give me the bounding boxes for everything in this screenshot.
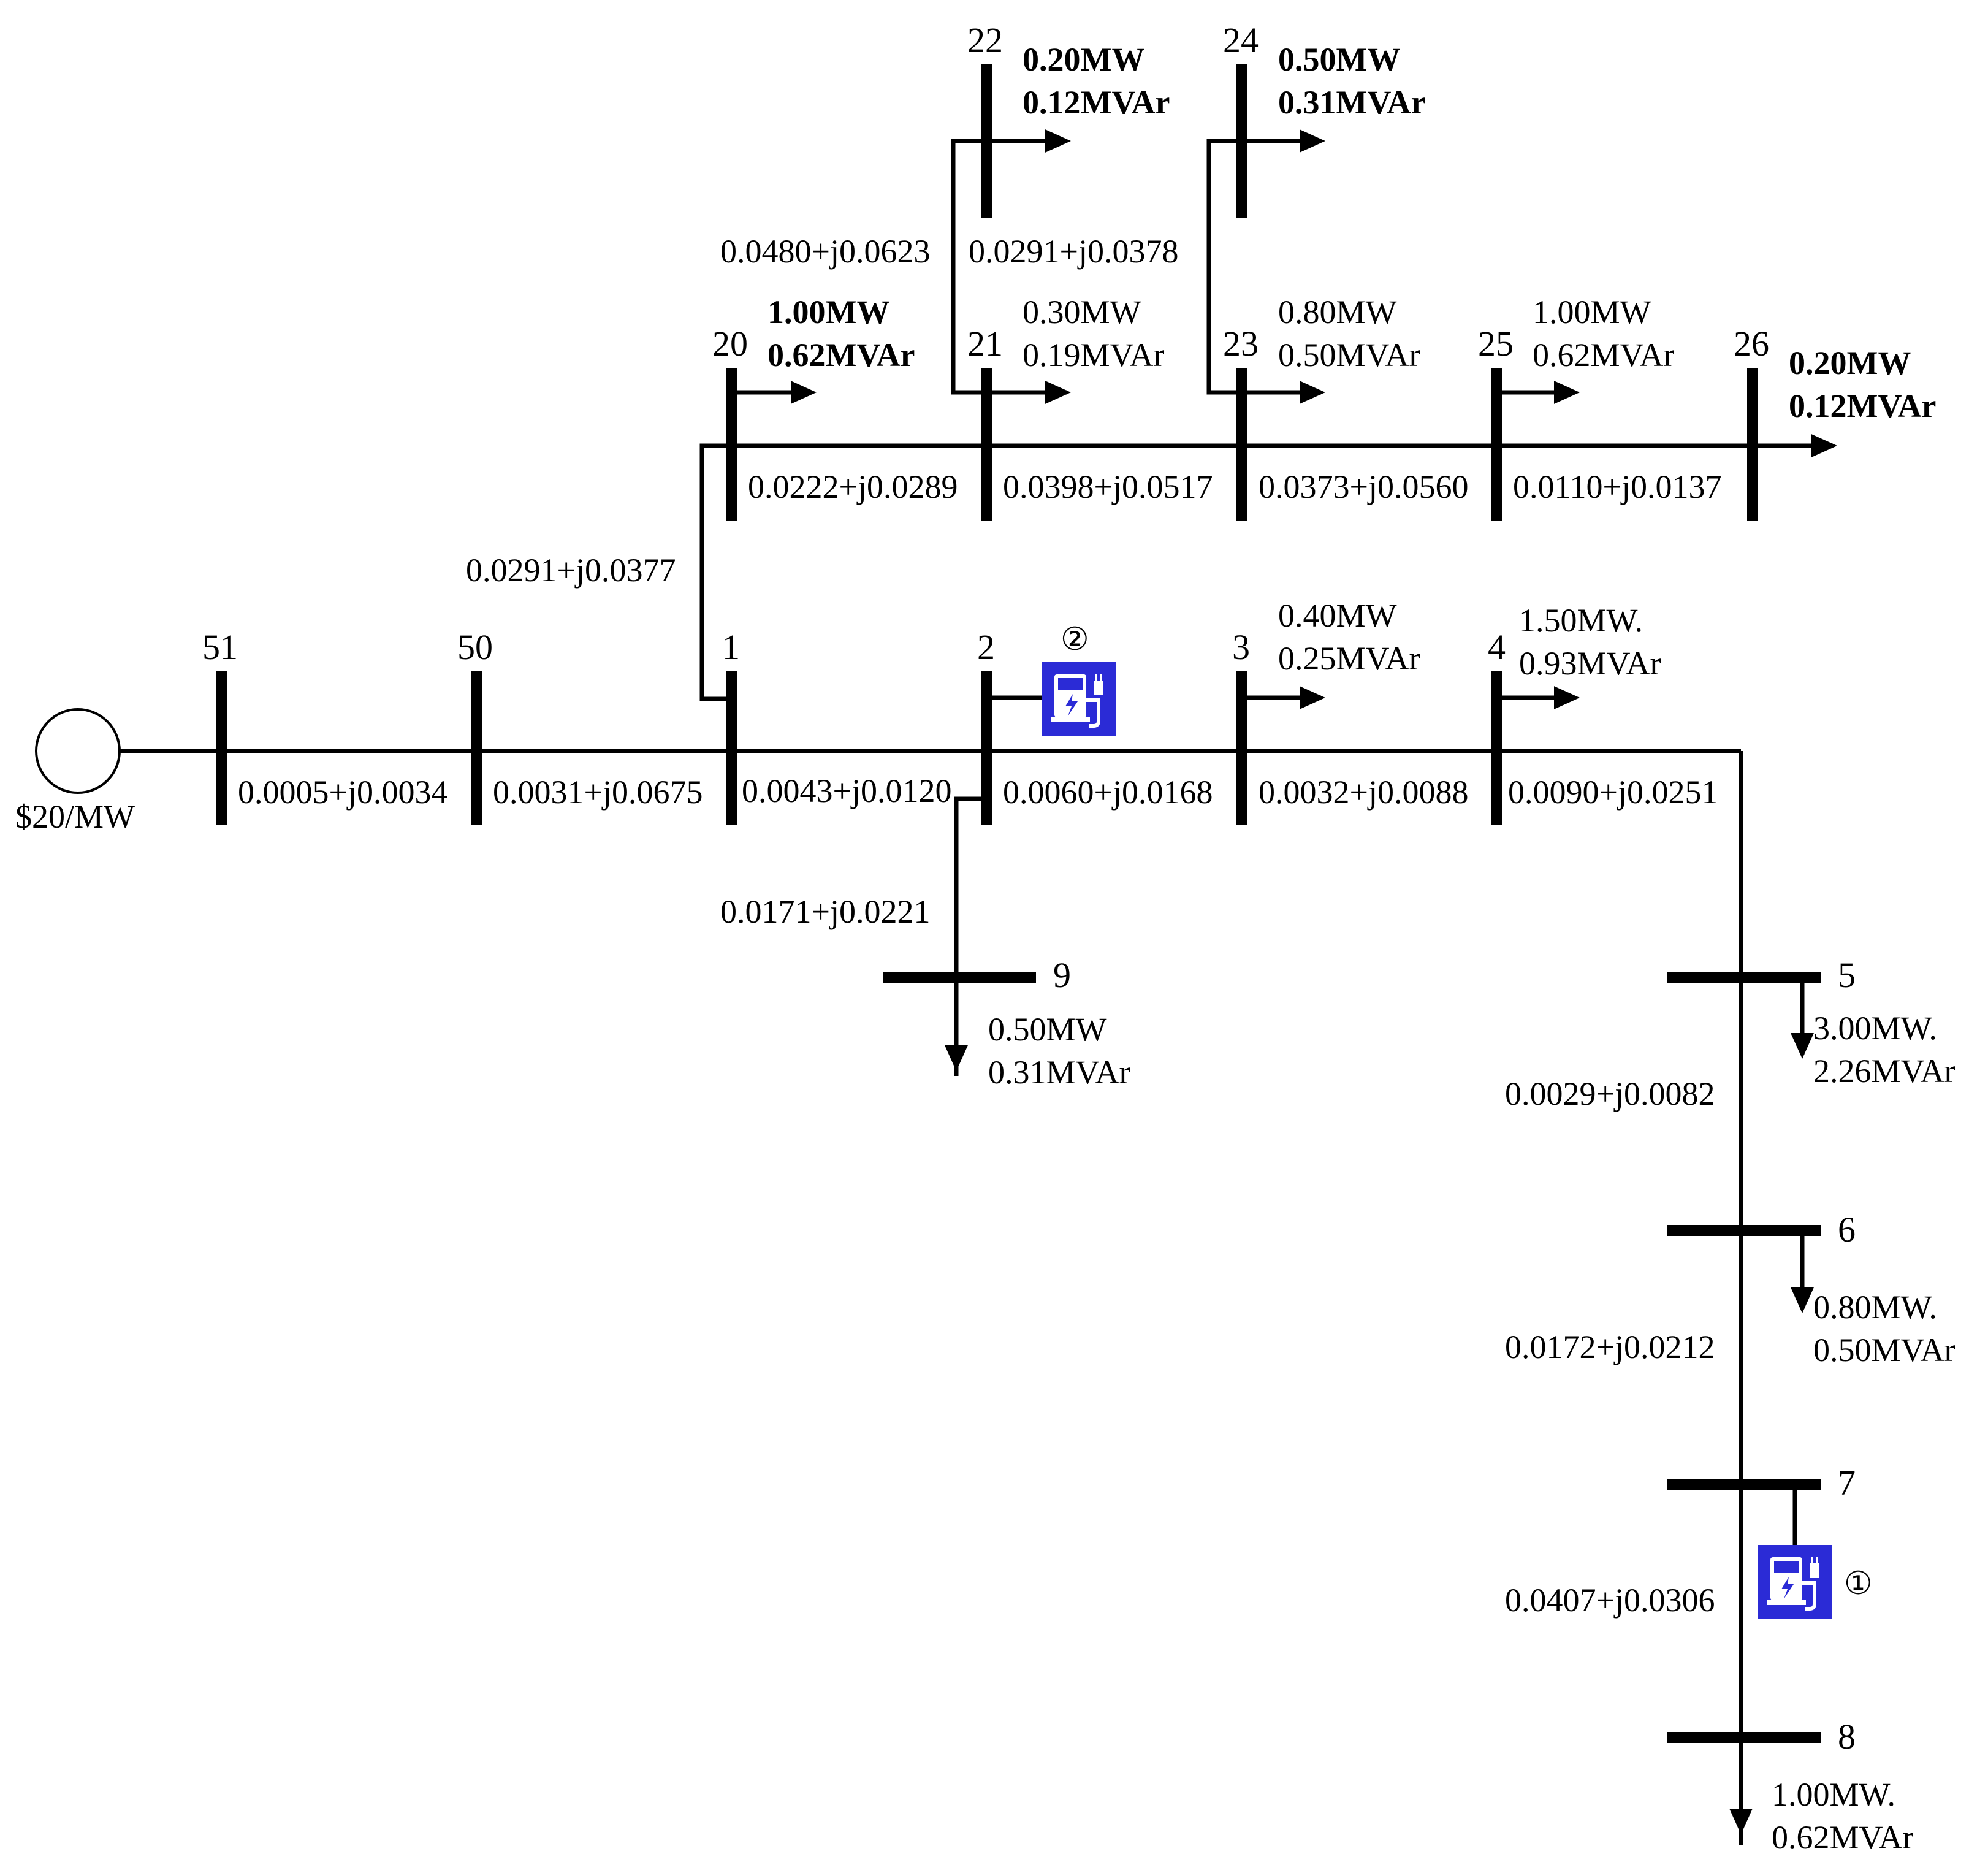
main-feeder xyxy=(120,139,1815,1845)
bus-7-bar xyxy=(1667,1479,1821,1490)
bus-23-bar xyxy=(1236,368,1247,521)
load-9-q: 0.31MVAr xyxy=(988,1054,1130,1091)
bus-26-label: 26 xyxy=(1734,324,1769,364)
ev-charger-icon xyxy=(1042,662,1116,736)
bus-4-bar xyxy=(1491,671,1502,825)
bus-labels: 51 50 1 2 3 4 20 21 22 23 24 25 26 9 5 6… xyxy=(202,20,1856,1757)
bus-1-label: 1 xyxy=(722,627,740,667)
load-22-q: 0.12MVAr xyxy=(1023,84,1170,121)
bus-6-label: 6 xyxy=(1838,1210,1856,1249)
load-21-q: 0.19MVAr xyxy=(1023,337,1165,373)
load-24-q: 0.31MVAr xyxy=(1278,84,1425,121)
bus-5-bar xyxy=(1667,972,1821,983)
impedance-7-8: 0.0407+j0.0306 xyxy=(1505,1582,1715,1619)
load-26-p: 0.20MW xyxy=(1789,345,1911,381)
bus-4-label: 4 xyxy=(1488,627,1506,667)
load-26-q: 0.12MVAr xyxy=(1789,387,1936,424)
load-5-q: 2.26MVAr xyxy=(1813,1053,1956,1089)
load-23-p: 0.80MW xyxy=(1278,294,1397,330)
load-21-p: 0.30MW xyxy=(1023,294,1141,330)
load-8-p: 1.00MW. xyxy=(1772,1776,1895,1813)
load-20-p: 1.00MW xyxy=(767,294,889,330)
load-5-p: 3.00MW. xyxy=(1813,1010,1937,1047)
load-4-p: 1.50MW. xyxy=(1519,602,1643,639)
impedance-25-26: 0.0110+j0.0137 xyxy=(1513,468,1721,505)
impedance-2-3: 0.0060+j0.0168 xyxy=(1003,774,1213,811)
bus-22-label: 22 xyxy=(967,20,1003,60)
bus-21-bar xyxy=(981,368,992,521)
bus-9-label: 9 xyxy=(1053,955,1071,995)
load-4-q: 0.93MVAr xyxy=(1519,645,1661,682)
load-20-q: 0.62MVAr xyxy=(767,337,915,373)
impedance-4-5: 0.0090+j0.0251 xyxy=(1508,774,1718,811)
ev-charger-icon xyxy=(1758,1545,1832,1619)
impedance-1-20: 0.0291+j0.0377 xyxy=(466,552,676,589)
bus-1-bar xyxy=(726,671,737,825)
impedance-2-9: 0.0171+j0.0221 xyxy=(720,893,930,930)
load-3-q: 0.25MVAr xyxy=(1278,640,1420,677)
load-24-p: 0.50MW xyxy=(1278,41,1400,78)
load-8-q: 0.62MVAr xyxy=(1772,1819,1914,1856)
bus-6-bar xyxy=(1667,1225,1821,1236)
bus-2-bar xyxy=(981,671,992,825)
impedance-20-21: 0.0222+j0.0289 xyxy=(748,468,958,505)
load-arrow-4 xyxy=(1495,686,1580,709)
bus-7-label: 7 xyxy=(1838,1463,1856,1503)
bus-3-bar xyxy=(1236,671,1247,825)
bus-2-label: 2 xyxy=(977,627,995,667)
load-6-q: 0.50MVAr xyxy=(1813,1332,1956,1368)
load-arrows xyxy=(731,129,1837,1834)
branch-impedance-labels: 0.0005+j0.0034 0.0031+j0.0675 0.0043+j0.… xyxy=(238,233,1721,1619)
bus-50-label: 50 xyxy=(457,627,493,667)
load-3-p: 0.40MW xyxy=(1278,597,1397,634)
load-arrow-3 xyxy=(1240,686,1325,709)
bus-8-label: 8 xyxy=(1838,1717,1856,1757)
bus-25-label: 25 xyxy=(1478,324,1514,364)
impedance-1-2: 0.0043+j0.0120 xyxy=(742,772,951,809)
bus-8-bar xyxy=(1667,1732,1821,1743)
impedance-50-1: 0.0031+j0.0675 xyxy=(493,774,703,811)
load-6-p: 0.80MW. xyxy=(1813,1289,1937,1326)
bus-21-label: 21 xyxy=(967,324,1003,364)
bus-20-bar xyxy=(726,368,737,521)
bus-9-bar xyxy=(883,972,1036,983)
load-22-p: 0.20MW xyxy=(1023,41,1144,78)
load-9-p: 0.50MW xyxy=(988,1011,1107,1048)
load-23-q: 0.50MVAr xyxy=(1278,337,1420,373)
charger-2-label: ② xyxy=(1061,622,1089,657)
charger-1-label: ① xyxy=(1844,1566,1873,1601)
impedance-3-4: 0.0032+j0.0088 xyxy=(1259,774,1468,811)
load-25-q: 0.62MVAr xyxy=(1533,337,1675,373)
bus-51-label: 51 xyxy=(202,627,238,667)
impedance-51-50: 0.0005+j0.0034 xyxy=(238,774,447,811)
bus-25-bar xyxy=(1491,368,1502,521)
load-labels: 0.40MW 0.25MVAr 1.50MW. 0.93MVAr 1.00MW … xyxy=(767,41,1956,1856)
bus-3-label: 3 xyxy=(1232,627,1250,667)
bus-24-label: 24 xyxy=(1223,20,1259,60)
impedance-6-7: 0.0172+j0.0212 xyxy=(1505,1329,1715,1365)
bus-51-bar xyxy=(216,671,227,825)
impedance-21-22: 0.0480+j0.0623 xyxy=(720,233,930,270)
impedance-23-25: 0.0373+j0.0560 xyxy=(1259,468,1468,505)
source-generator xyxy=(35,708,121,794)
bus-50-bar xyxy=(471,671,482,825)
bus-5-label: 5 xyxy=(1838,955,1856,995)
impedance-5-6: 0.0029+j0.0082 xyxy=(1505,1075,1715,1112)
load-25-p: 1.00MW xyxy=(1533,294,1651,330)
source-cost-label: $20/MW xyxy=(15,798,135,835)
impedance-23-24: 0.0291+j0.0378 xyxy=(969,233,1178,270)
bus-23-label: 23 xyxy=(1223,324,1259,364)
impedance-21-23: 0.0398+j0.0517 xyxy=(1003,468,1213,505)
bus-20-label: 20 xyxy=(712,324,748,364)
